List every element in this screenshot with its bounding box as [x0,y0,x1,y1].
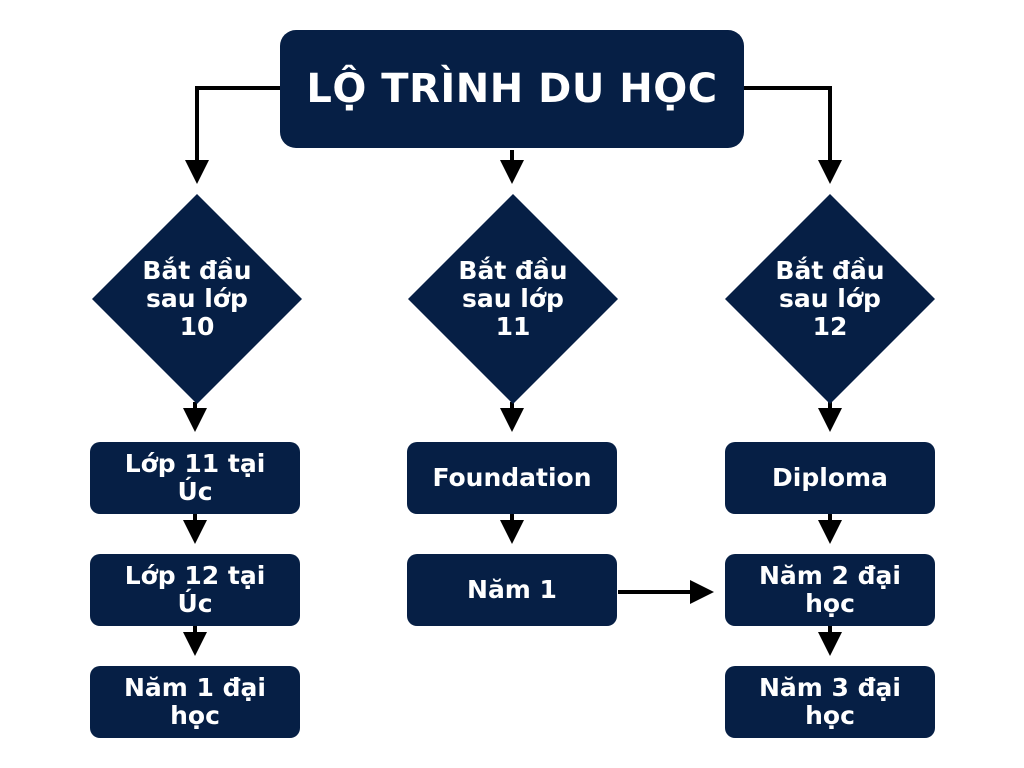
diamond-shape [725,194,935,404]
branch-2-step-1-label: Foundation [432,463,592,492]
branch-1-step-3-box: Năm 1 đại học [90,666,300,738]
branch-3-start-diamond: Bắt đầu sau lớp 12 [725,194,935,404]
diamond-shape [92,194,302,404]
branch-3-step-1-box: Diploma [725,442,935,514]
title-text: LỘ TRÌNH DU HỌC [306,66,718,112]
branch-2-step-2-box: Năm 1 [407,554,617,626]
branch-2-start-diamond: Bắt đầu sau lớp 11 [408,194,618,404]
branch-1-step-2-label: Lớp 12 tại Úc [124,561,266,618]
diamond-shape [408,194,618,404]
branch-2-step-2-label: Năm 1 [467,575,557,604]
branch-3-step-3-label: Năm 3 đại học [759,673,901,730]
branch-2-step-1-box: Foundation [407,442,617,514]
branch-1-step-2-box: Lớp 12 tại Úc [90,554,300,626]
branch-3-start-label: Bắt đầu sau lớp 12 [775,256,885,341]
edge-title-to-branch-3-start [744,86,842,184]
branch-1-start-label: Bắt đầu sau lớp 10 [142,256,252,341]
branch-3-step-2-box: Năm 2 đại học [725,554,935,626]
branch-1-step-1-box: Lớp 11 tại Úc [90,442,300,514]
branch-3-step-3-box: Năm 3 đại học [725,666,935,738]
branch-1-step-3-label: Năm 1 đại học [124,673,266,730]
branch-3-step-2-label: Năm 2 đại học [759,561,901,618]
branch-1-step-1-label: Lớp 11 tại Úc [124,449,266,506]
edge-title-to-branch-1-start [185,86,280,184]
branch-3-step-1-label: Diploma [772,463,888,492]
title-node: LỘ TRÌNH DU HỌC [280,30,744,148]
branch-1-start-diamond: Bắt đầu sau lớp 10 [92,194,302,404]
branch-2-start-label: Bắt đầu sau lớp 11 [458,256,568,341]
